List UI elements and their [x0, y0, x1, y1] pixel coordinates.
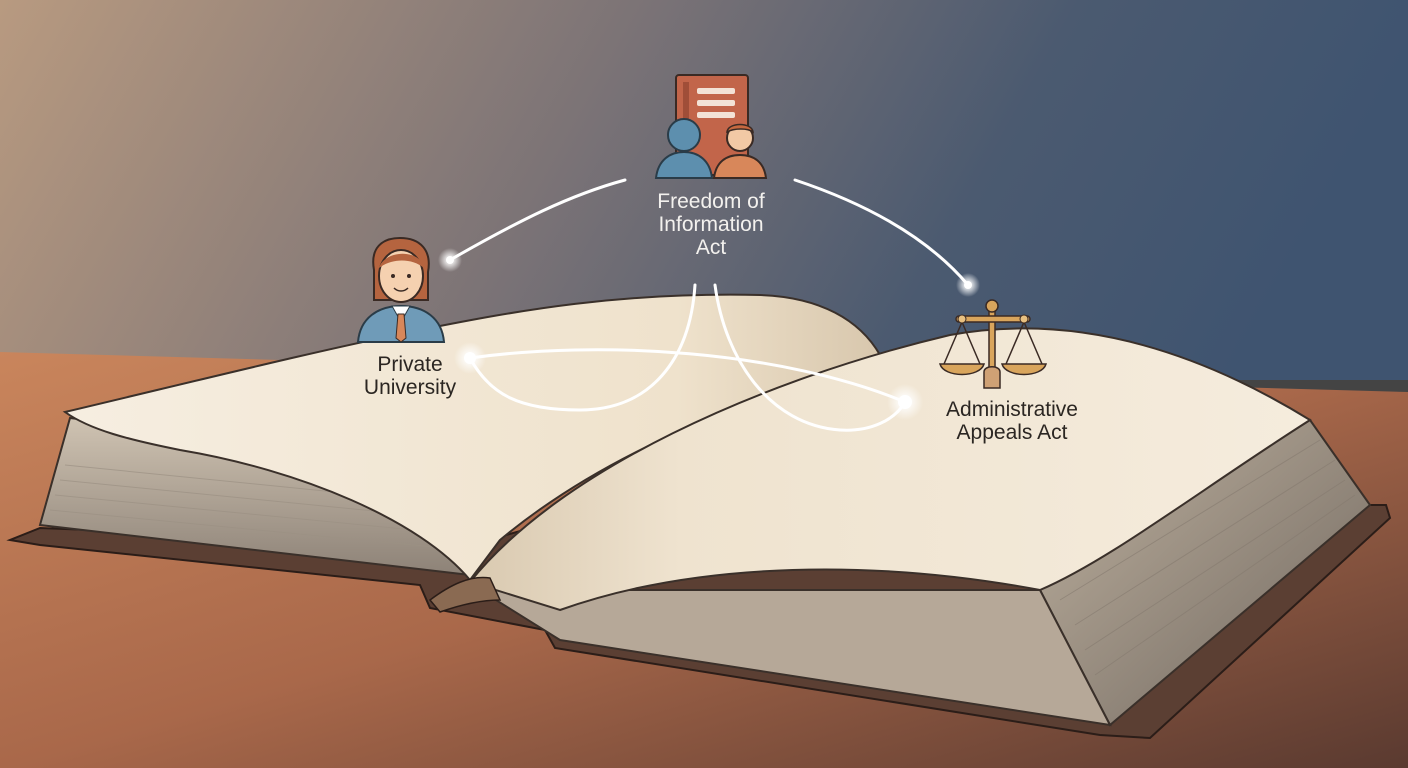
document-with-people-icon	[654, 74, 768, 179]
person-avatar-icon	[356, 236, 446, 343]
right-page-bottom	[476, 589, 1112, 727]
right-page-lines	[1059, 439, 1356, 676]
connector-foia-university	[448, 178, 627, 262]
book-spine	[428, 576, 502, 613]
right-page	[468, 327, 1312, 612]
scales-of-justice-icon	[939, 299, 1047, 389]
connector-nodes	[438, 248, 980, 420]
foia-node-label: Freedom of Information Act	[657, 190, 765, 259]
administrative-appeals-node-label: Administrative Appeals Act	[946, 398, 1078, 444]
connector-foia-appeals-loop	[713, 283, 907, 432]
connector-foia-university-loop	[468, 283, 697, 412]
connector-foia-appeals	[793, 178, 970, 287]
connector-university-appeals	[468, 348, 907, 404]
private-university-node-label: Private University	[363, 353, 457, 399]
connector-lines	[448, 178, 970, 432]
